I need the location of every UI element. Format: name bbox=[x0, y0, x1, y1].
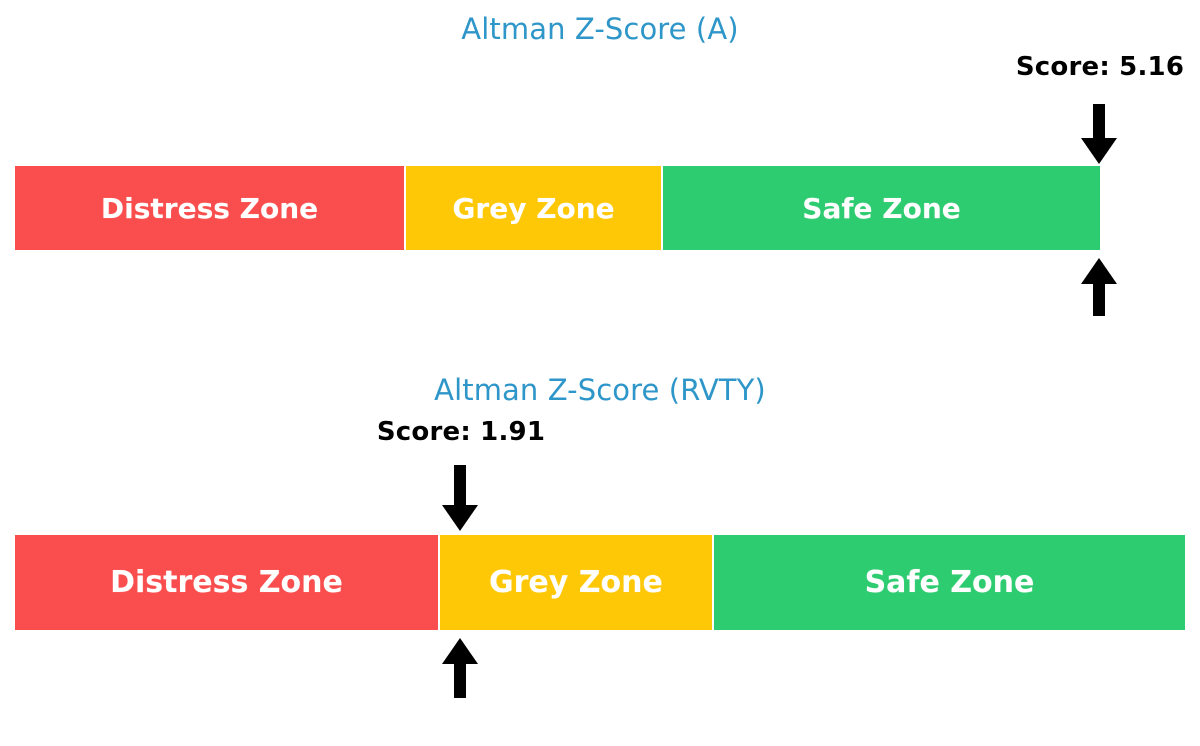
arrow-shaft bbox=[454, 465, 466, 505]
zone-safe-rvty[interactable]: Safe Zone bbox=[713, 535, 1185, 630]
chart-title-a: Altman Z-Score (A) bbox=[461, 12, 739, 46]
arrow-shaft bbox=[454, 664, 466, 698]
arrow-head bbox=[442, 505, 478, 531]
zone-bar-a: Distress Zone Grey Zone Safe Zone bbox=[15, 166, 1100, 250]
zone-label-safe-rvty: Safe Zone bbox=[864, 565, 1035, 600]
chart-title-rvty: Altman Z-Score (RVTY) bbox=[434, 373, 766, 407]
score-label-rvty: Score: 1.91 bbox=[376, 417, 546, 447]
chart-panel-altman-z-score-a: Altman Z-Score (A) Score: 5.16 Distress … bbox=[0, 0, 1200, 340]
arrow-shaft bbox=[1093, 104, 1105, 138]
zone-label-distress-rvty: Distress Zone bbox=[110, 565, 343, 600]
arrow-head bbox=[442, 638, 478, 664]
zone-bar-rvty: Distress Zone Grey Zone Safe Zone bbox=[15, 535, 1185, 630]
zone-distress-rvty[interactable]: Distress Zone bbox=[15, 535, 440, 630]
arrow-shaft bbox=[1093, 284, 1105, 316]
zone-label-grey-a: Grey Zone bbox=[452, 191, 615, 225]
chart-panel-altman-z-score-rvty: Altman Z-Score (RVTY) Score: 1.91 Distre… bbox=[0, 360, 1200, 746]
zone-label-grey-rvty: Grey Zone bbox=[489, 565, 663, 600]
zone-distress-a[interactable]: Distress Zone bbox=[15, 166, 407, 250]
arrow-head bbox=[1081, 258, 1117, 284]
arrow-head bbox=[1081, 138, 1117, 164]
zone-label-distress-a: Distress Zone bbox=[100, 191, 319, 225]
zone-label-safe-a: Safe Zone bbox=[802, 191, 961, 225]
score-label-a: Score: 5.16 bbox=[1015, 52, 1185, 82]
zone-grey-rvty[interactable]: Grey Zone bbox=[439, 535, 714, 630]
zone-safe-a[interactable]: Safe Zone bbox=[663, 166, 1100, 250]
zone-grey-a[interactable]: Grey Zone bbox=[406, 166, 664, 250]
